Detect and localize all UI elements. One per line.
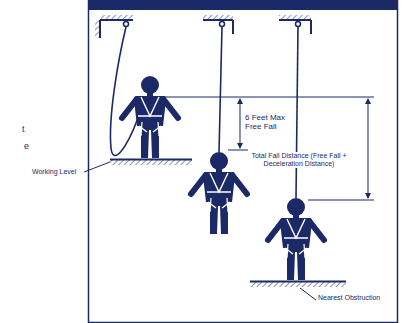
cut-off-text: e: [24, 141, 29, 151]
total-fall-dimension: Total Fall Distance (Free Fall + Deceler…: [232, 152, 366, 168]
header-band: [88, 0, 398, 10]
frame: [89, 1, 398, 323]
dimension-lines: [162, 97, 374, 200]
working-level-label: Working Level: [32, 168, 76, 176]
floors: [110, 160, 346, 288]
worker-total-fall: [268, 198, 324, 280]
nearest-obstruction-label: Nearest Obstruction: [318, 294, 380, 302]
free-fall-dimension: 6 Feet Max Free Fall: [244, 113, 292, 131]
worker-at-working-level: [122, 76, 178, 158]
cut-off-text: t: [22, 124, 25, 134]
leader-lines: [84, 162, 316, 300]
anchor-brackets: [95, 15, 311, 38]
